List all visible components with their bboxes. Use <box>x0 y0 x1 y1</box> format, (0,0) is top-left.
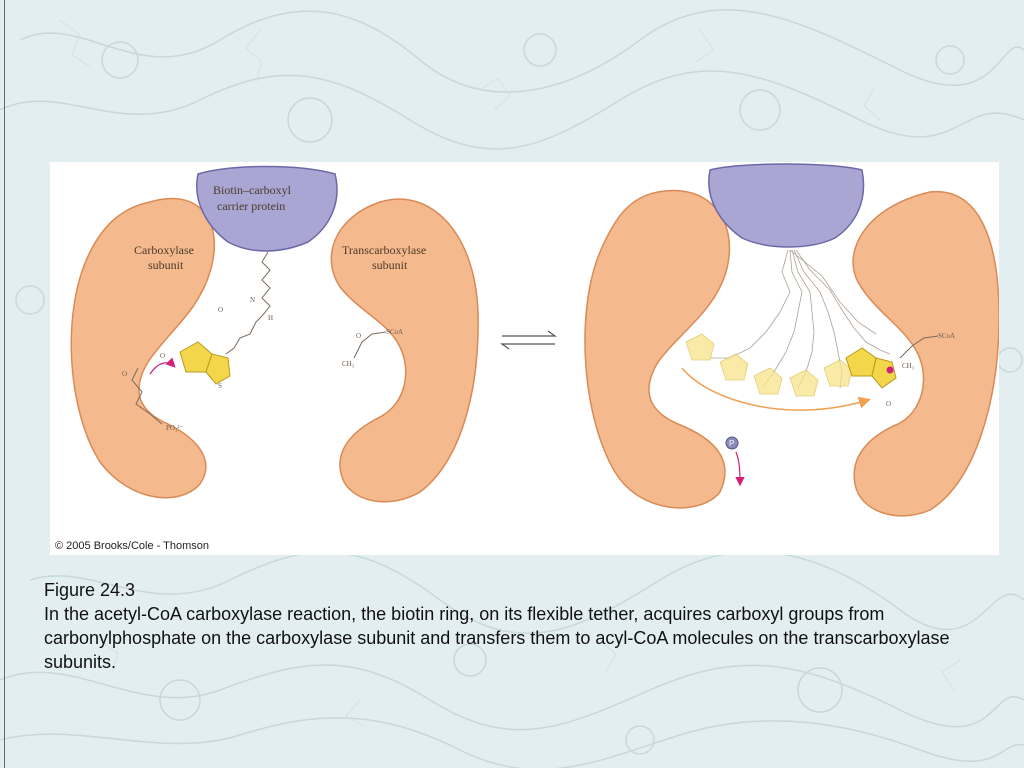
carboxylase-subunit-right <box>584 189 731 509</box>
tether-n-label: N <box>250 296 255 304</box>
figure-caption: Figure 24.3 In the acetyl-CoA carboxylas… <box>44 578 984 674</box>
biotin-ring-left: O S <box>160 341 231 390</box>
carboxyl-transfer-arrow-left <box>149 357 176 375</box>
svg-text:O: O <box>886 400 891 408</box>
figure-panel: Carboxylase subunit Biotin–carboxyl carr… <box>50 162 999 555</box>
transcarboxylase-subunit-left <box>330 198 479 503</box>
svg-text:CH₃: CH₃ <box>342 360 355 368</box>
bccp-label-line1: Biotin–carboxyl <box>213 183 292 197</box>
svg-text:O: O <box>356 332 361 340</box>
acyl-coa-left: SCoA CH₃ O <box>342 328 403 368</box>
caption-title: Figure 24.3 <box>44 580 136 600</box>
phosphate-p-icon: P <box>725 436 739 450</box>
svg-text:P: P <box>729 439 734 448</box>
caption-text: In the acetyl-CoA carboxylase reaction, … <box>44 604 950 672</box>
carboxylase-label-line2: subunit <box>148 258 184 272</box>
equilibrium-arrows-icon <box>500 330 557 350</box>
acyl-coa-right: SCoA CH₃ O <box>886 332 955 408</box>
phosphate-release-arrow <box>735 451 745 487</box>
carboxylase-label-line1: Carboxylase <box>134 243 194 257</box>
carboxyphosphate: O PO₃²⁻ <box>122 367 183 432</box>
svg-text:O: O <box>160 352 165 360</box>
biotin-ring-right <box>845 347 897 389</box>
svg-text:SCoA: SCoA <box>386 328 403 336</box>
biotin-tether-left <box>225 251 271 355</box>
svg-text:O: O <box>122 370 127 378</box>
tether-h-label: H <box>268 314 273 322</box>
svg-text:SCoA: SCoA <box>938 332 955 340</box>
carboxylase-diagram: Carboxylase subunit Biotin–carboxyl carr… <box>70 163 999 517</box>
biotin-ghost-rings <box>685 333 853 397</box>
tether-o-label: O <box>218 306 223 314</box>
copyright-notice: © 2005 Brooks/Cole - Thomson <box>55 540 210 552</box>
svg-text:PO₃²⁻: PO₃²⁻ <box>166 424 183 432</box>
bccp-right <box>708 163 865 248</box>
svg-text:CH₃: CH₃ <box>902 362 915 370</box>
transcarboxylase-label-line2: subunit <box>372 258 408 272</box>
svg-text:S: S <box>218 382 222 390</box>
carboxylase-subunit-left <box>70 197 215 499</box>
transcarboxylase-label-line1: Transcarboxylase <box>342 243 426 257</box>
bccp-left <box>196 165 338 252</box>
biotin-swing-arrow <box>681 367 871 411</box>
bccp-label-line2: carrier protein <box>217 199 285 213</box>
transcarboxylase-subunit-right <box>852 191 999 517</box>
left-border-line <box>4 0 5 768</box>
